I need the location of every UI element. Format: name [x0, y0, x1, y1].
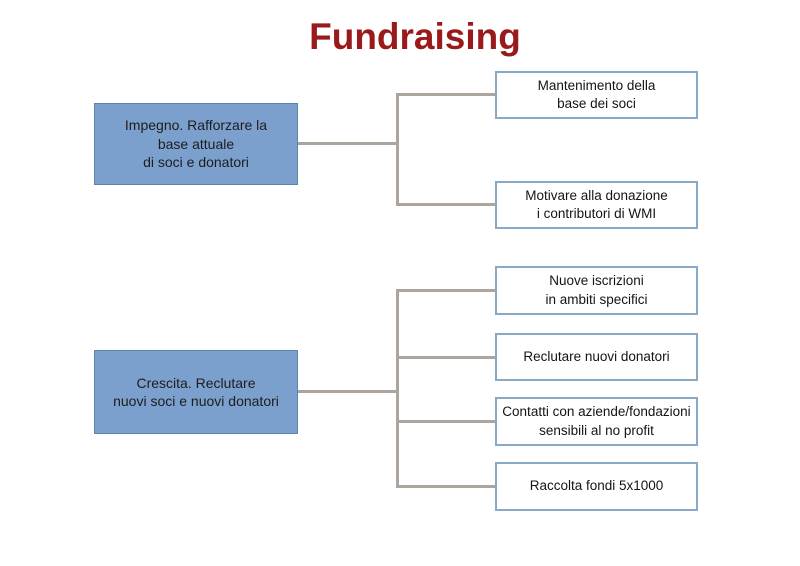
connector-line [396, 420, 495, 423]
connector-line [298, 390, 399, 393]
child-node-nuove-iscrizioni: Nuove iscrizioni in ambiti specifici [495, 266, 698, 315]
parent-node-impegno: Impegno. Rafforzare la base attuale di s… [94, 103, 298, 185]
child-node-motivare: Motivare alla donazione i contributori d… [495, 181, 698, 229]
slide-title: Fundraising [309, 16, 521, 57]
connector-line [396, 289, 399, 488]
connector-line [396, 356, 495, 359]
connector-line [298, 142, 399, 145]
child-node-mantenimento: Mantenimento della base dei soci [495, 71, 698, 119]
connector-line [396, 485, 495, 488]
connector-line [396, 93, 495, 96]
child-node-contatti-aziende: Contatti con aziende/fondazioni sensibil… [495, 397, 698, 446]
connector-line [396, 93, 399, 206]
connector-line [396, 203, 495, 206]
child-node-raccolta-fondi: Raccolta fondi 5x1000 [495, 462, 698, 511]
parent-node-crescita: Crescita. Reclutare nuovi soci e nuovi d… [94, 350, 298, 434]
connector-line [396, 289, 495, 292]
child-node-reclutare-donatori: Reclutare nuovi donatori [495, 333, 698, 381]
